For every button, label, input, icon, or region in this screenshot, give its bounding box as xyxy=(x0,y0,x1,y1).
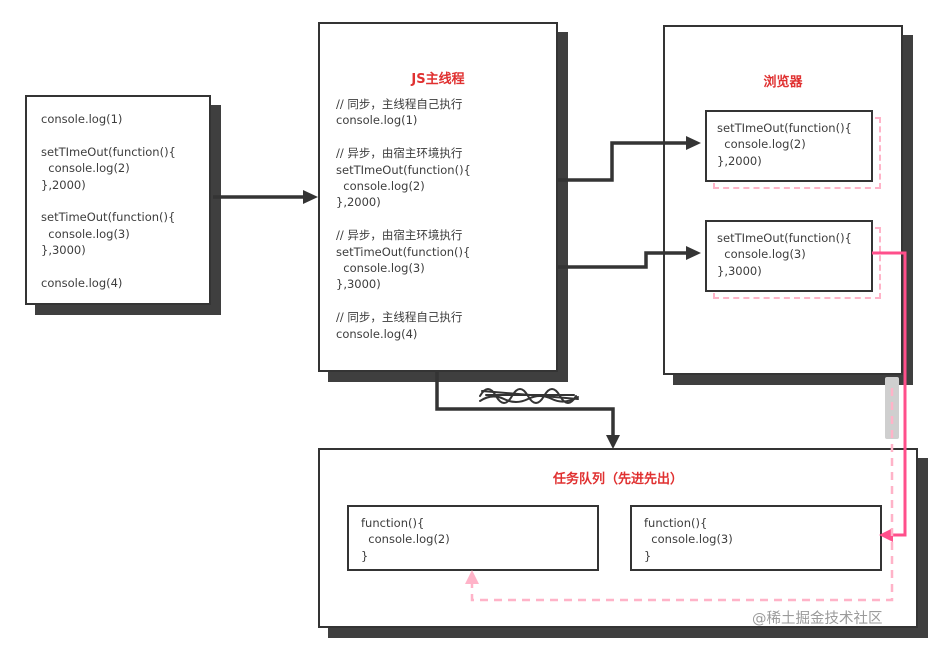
task3-code-text: function(){ console.log(3) } xyxy=(644,516,733,563)
timeout2-box: setTImeOut(function(){ console.log(2) },… xyxy=(705,110,873,182)
scribbled-out-text xyxy=(479,388,579,404)
watermark: @稀土掘金技术社区 xyxy=(752,611,883,627)
timeout3-code-text: setTImeOut(function(){ console.log(3) },… xyxy=(717,231,852,278)
source-code-box: console.log(1) setTImeOut(function(){ co… xyxy=(25,95,211,305)
js-main-thread-title: JS主线程 xyxy=(411,72,465,87)
js-main-thread-box: JS主线程 // 同步，主线程自己执行 console.log(1) // 异步… xyxy=(318,22,558,372)
browser-title: 浏览器 xyxy=(763,75,803,90)
main-thread-code-text: // 同步，主线程自己执行 console.log(1) // 异步，由宿主环境… xyxy=(336,97,471,341)
timeout3-box: setTImeOut(function(){ console.log(3) },… xyxy=(705,220,873,292)
browser-box: 浏览器 setTImeOut(function(){ console.log(2… xyxy=(663,25,903,375)
task-queue-title: 任务队列（先进先出） xyxy=(552,472,683,487)
timeout2-code-text: setTImeOut(function(){ console.log(2) },… xyxy=(717,121,852,168)
task-queue-box: 任务队列（先进先出） function(){ console.log(2) } … xyxy=(318,448,918,628)
task2-code-text: function(){ console.log(2) } xyxy=(361,516,450,563)
gray-bar xyxy=(885,377,899,439)
task2-box: function(){ console.log(2) } xyxy=(347,505,599,571)
source-code-text: console.log(1) setTImeOut(function(){ co… xyxy=(41,112,176,291)
arrow-main-to-task-queue xyxy=(435,372,620,449)
arrow-code-to-main-thread xyxy=(213,190,318,204)
task3-box: function(){ console.log(3) } xyxy=(630,505,882,571)
